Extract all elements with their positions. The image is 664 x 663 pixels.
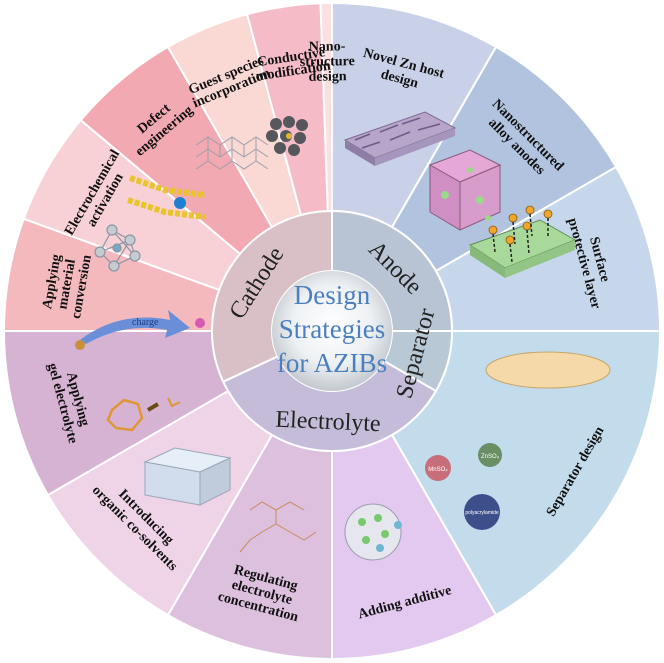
additive-spheres-illustration: MnSO₄ ZnSO₄ polyacrylamide xyxy=(425,443,502,530)
molecule-illustration xyxy=(239,501,317,553)
protective-layer-illustration xyxy=(468,205,577,278)
gel-block-illustration xyxy=(143,447,232,506)
separator-disk-illustration xyxy=(485,351,611,389)
category-label-electrolyte: Electrolyte xyxy=(275,407,381,438)
nanospheres-illustration xyxy=(266,116,308,156)
center-line-1: Design xyxy=(294,280,371,310)
charge-arrow-illustration: charge xyxy=(75,310,205,350)
conversion-illustration xyxy=(106,397,181,432)
layered-guest-illustration xyxy=(127,175,206,220)
center-hub xyxy=(272,271,392,391)
center-line-2: Strategies xyxy=(279,314,385,344)
zn-host-slab-illustration xyxy=(343,111,457,166)
znso4-label: ZnSO₄ xyxy=(481,454,500,460)
octahedron-illustration xyxy=(94,224,141,272)
segment-label-nanostructure-design: Nano-structuredesign xyxy=(299,39,355,85)
charge-label: charge xyxy=(132,317,159,328)
center-line-3: for AZIBs xyxy=(277,348,387,378)
graphene-illustration xyxy=(195,136,269,170)
alloy-cube-illustration xyxy=(428,149,502,231)
mnso4-label: MnSO₄ xyxy=(428,467,448,473)
concentration-bubble-illustration xyxy=(344,503,402,561)
additive-label: polyacrylamide xyxy=(465,510,499,516)
